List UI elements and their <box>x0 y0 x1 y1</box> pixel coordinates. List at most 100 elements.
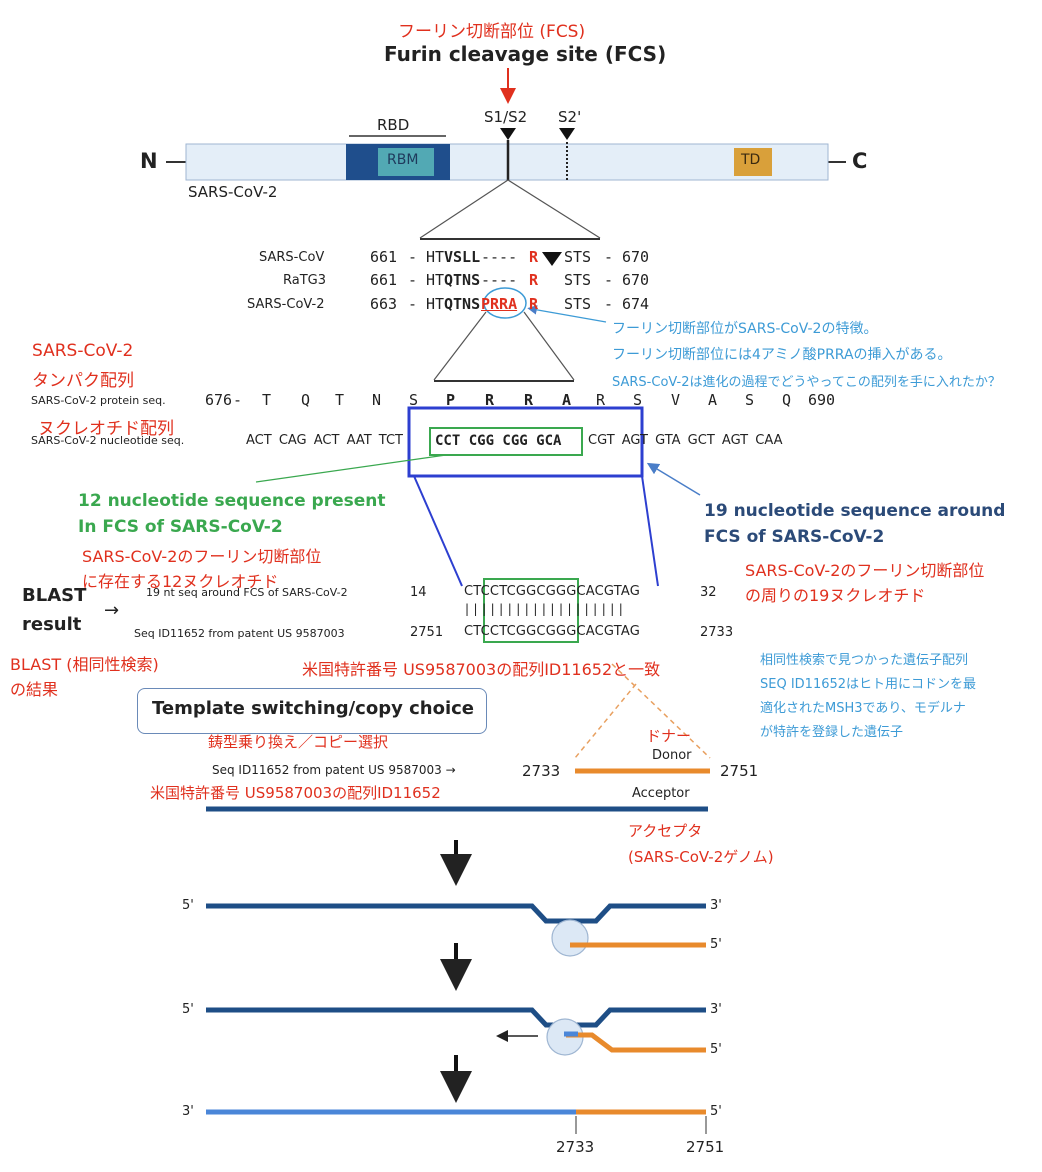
residue: R <box>524 391 534 409</box>
alignment-dash: - <box>604 295 614 313</box>
nineteen-nt-box <box>407 406 644 478</box>
td-domain <box>734 148 772 176</box>
alignment-tail: STS <box>564 248 592 266</box>
residue: S <box>409 391 419 409</box>
td-label: TD <box>741 152 761 168</box>
gene-note-line: 適化されたMSH3であり、モデルナ <box>760 701 966 716</box>
nineteen-nt-jp: SARS-CoV-2のフーリン切断部位 <box>745 561 985 580</box>
step2-donor <box>566 1032 706 1053</box>
n-terminal-label: N <box>140 149 158 173</box>
nineteen-nt-jp: の周りの19ヌクレオチド <box>745 586 926 605</box>
donor-dash-left <box>574 683 637 759</box>
blast-match-box <box>483 578 579 643</box>
rbm-label: RBM <box>387 152 419 168</box>
donor-end: 2751 <box>720 762 759 780</box>
alignment-gap: ---- <box>481 271 518 289</box>
zoom2-line-right <box>523 311 575 381</box>
blast-subject-start: 2751 <box>410 625 444 640</box>
position-2751: 2751 <box>686 1138 725 1156</box>
five-prime-label: 5' <box>710 1104 722 1119</box>
protein-seq-dash: - <box>233 391 243 409</box>
step2-acceptor <box>206 1007 706 1028</box>
donor-jp: ドナー <box>646 727 692 745</box>
gene-note-line: が特許を登録した遺伝子 <box>760 725 904 740</box>
s1s2-triangle <box>500 128 516 140</box>
template-switching-box <box>137 688 487 734</box>
alignment-seq-plain: HT <box>426 248 445 266</box>
s2prime-label: S2' <box>558 108 582 126</box>
zoom-line-left <box>419 179 509 239</box>
twelve-nt-jp: SARS-CoV-2のフーリン切断部位 <box>82 547 322 566</box>
residue: T <box>262 391 272 409</box>
protein-seq-end: 690 <box>808 391 836 409</box>
five-prime-label: 5' <box>710 1042 722 1057</box>
zoom-line-right <box>507 179 601 239</box>
blast-zoom-right <box>641 475 659 587</box>
template-switching-jp: 鋳型乗り換え／コピー選択 <box>208 733 389 751</box>
three-prime-label: 3' <box>182 1104 194 1119</box>
blast-arrow-icon: → <box>104 600 120 621</box>
acceptor-label: Acceptor <box>632 786 690 801</box>
blast-title: result <box>22 614 82 635</box>
fcs-note-line: フーリン切断部位がSARS-CoV-2の特徴。 <box>612 321 878 337</box>
residue: Q <box>782 391 792 409</box>
blast-query-label: 19 nt seq around FCS of SARS-CoV-2 <box>146 586 348 599</box>
residue: Q <box>301 391 311 409</box>
step1-acceptor <box>206 903 706 924</box>
donor-start: 2733 <box>522 762 561 780</box>
protein-seq-jp: タンパク配列 <box>32 371 134 391</box>
alignment-start: 663 <box>370 295 398 313</box>
alignment-seq-bold: VSLL <box>444 248 481 266</box>
title-jp: フーリン切断部位 (FCS) <box>398 22 586 42</box>
zoom2-line-left <box>433 311 487 381</box>
fcs-note-line: SARS-CoV-2は進化の過程でどうやってこの配列を手に入れたか？ <box>612 375 1001 390</box>
twelve-nt-en: In FCS of SARS-CoV-2 <box>78 517 283 537</box>
c-terminal-label: C <box>852 149 868 173</box>
nucleotide-seq-label: SARS-CoV-2 nucleotide seq. <box>31 434 185 447</box>
seq-id-label: Seq ID11652 from patent US 9587003 → <box>212 763 456 777</box>
alignment-start: 661 <box>370 248 398 266</box>
prra-insertion: PRRA <box>481 295 518 313</box>
step1-polymerase <box>551 919 589 957</box>
five-prime-label: 5' <box>710 937 722 952</box>
twelve-nt-en: 12 nucleotide sequence present <box>78 491 386 511</box>
residue: P <box>446 391 456 409</box>
residue: R <box>485 391 495 409</box>
alignment-name: SARS-CoV <box>259 250 325 265</box>
template-switching-label: Template switching/copy choice <box>152 698 474 719</box>
alignment-dash: - <box>408 248 418 266</box>
blast-result-jp: BLAST (相同性検索) <box>10 655 159 674</box>
s2prime-triangle <box>559 128 575 140</box>
nucleotide-boxed: CCT CGG CGG GCA <box>435 433 562 449</box>
nineteen-nt-en: 19 nucleotide sequence around <box>704 501 1006 521</box>
blast-subject-label: Seq ID11652 from patent US 9587003 <box>134 627 345 640</box>
gene-note-line: 相同性検索で見つかった遺伝子配列 <box>760 653 969 668</box>
protein-seq-label: SARS-CoV-2 protein seq. <box>31 394 166 407</box>
alignment-seq-plain: HT <box>426 271 445 289</box>
three-prime-label: 3' <box>710 1002 722 1017</box>
nineteen-nt-pointer <box>646 462 701 496</box>
blast-match-jp: 米国特許番号 US9587003の配列ID11652と一致 <box>302 660 661 679</box>
alignment-arginine: R <box>529 295 539 313</box>
alignment-gap: ---- <box>481 248 518 266</box>
residue: A <box>708 391 718 409</box>
alignment-dash: - <box>408 271 418 289</box>
title-en: Furin cleavage site (FCS) <box>384 42 667 66</box>
protein-seq-jp: SARS-CoV-2 <box>32 341 134 361</box>
residue: T <box>335 391 345 409</box>
blast-title: BLAST <box>22 585 87 606</box>
alignment-seq-plain: HT <box>426 295 445 313</box>
rbd-label: RBD <box>377 116 410 134</box>
blast-query-start: 14 <box>410 585 427 600</box>
residue: N <box>372 391 382 409</box>
nucleotide-before: ACT CAG ACT AAT TCT <box>246 433 403 448</box>
alignment-start: 661 <box>370 271 398 289</box>
blast-match-bars: ||||||||||||||||||| <box>465 602 628 616</box>
blast-zoom-left <box>413 475 463 587</box>
alignment-dash: - <box>604 248 614 266</box>
twelve-nt-pointer <box>255 454 447 483</box>
alignment-end: 670 <box>622 271 650 289</box>
alignment-seq-bold: QTNS <box>444 271 481 289</box>
five-prime-label: 5' <box>182 1002 194 1017</box>
